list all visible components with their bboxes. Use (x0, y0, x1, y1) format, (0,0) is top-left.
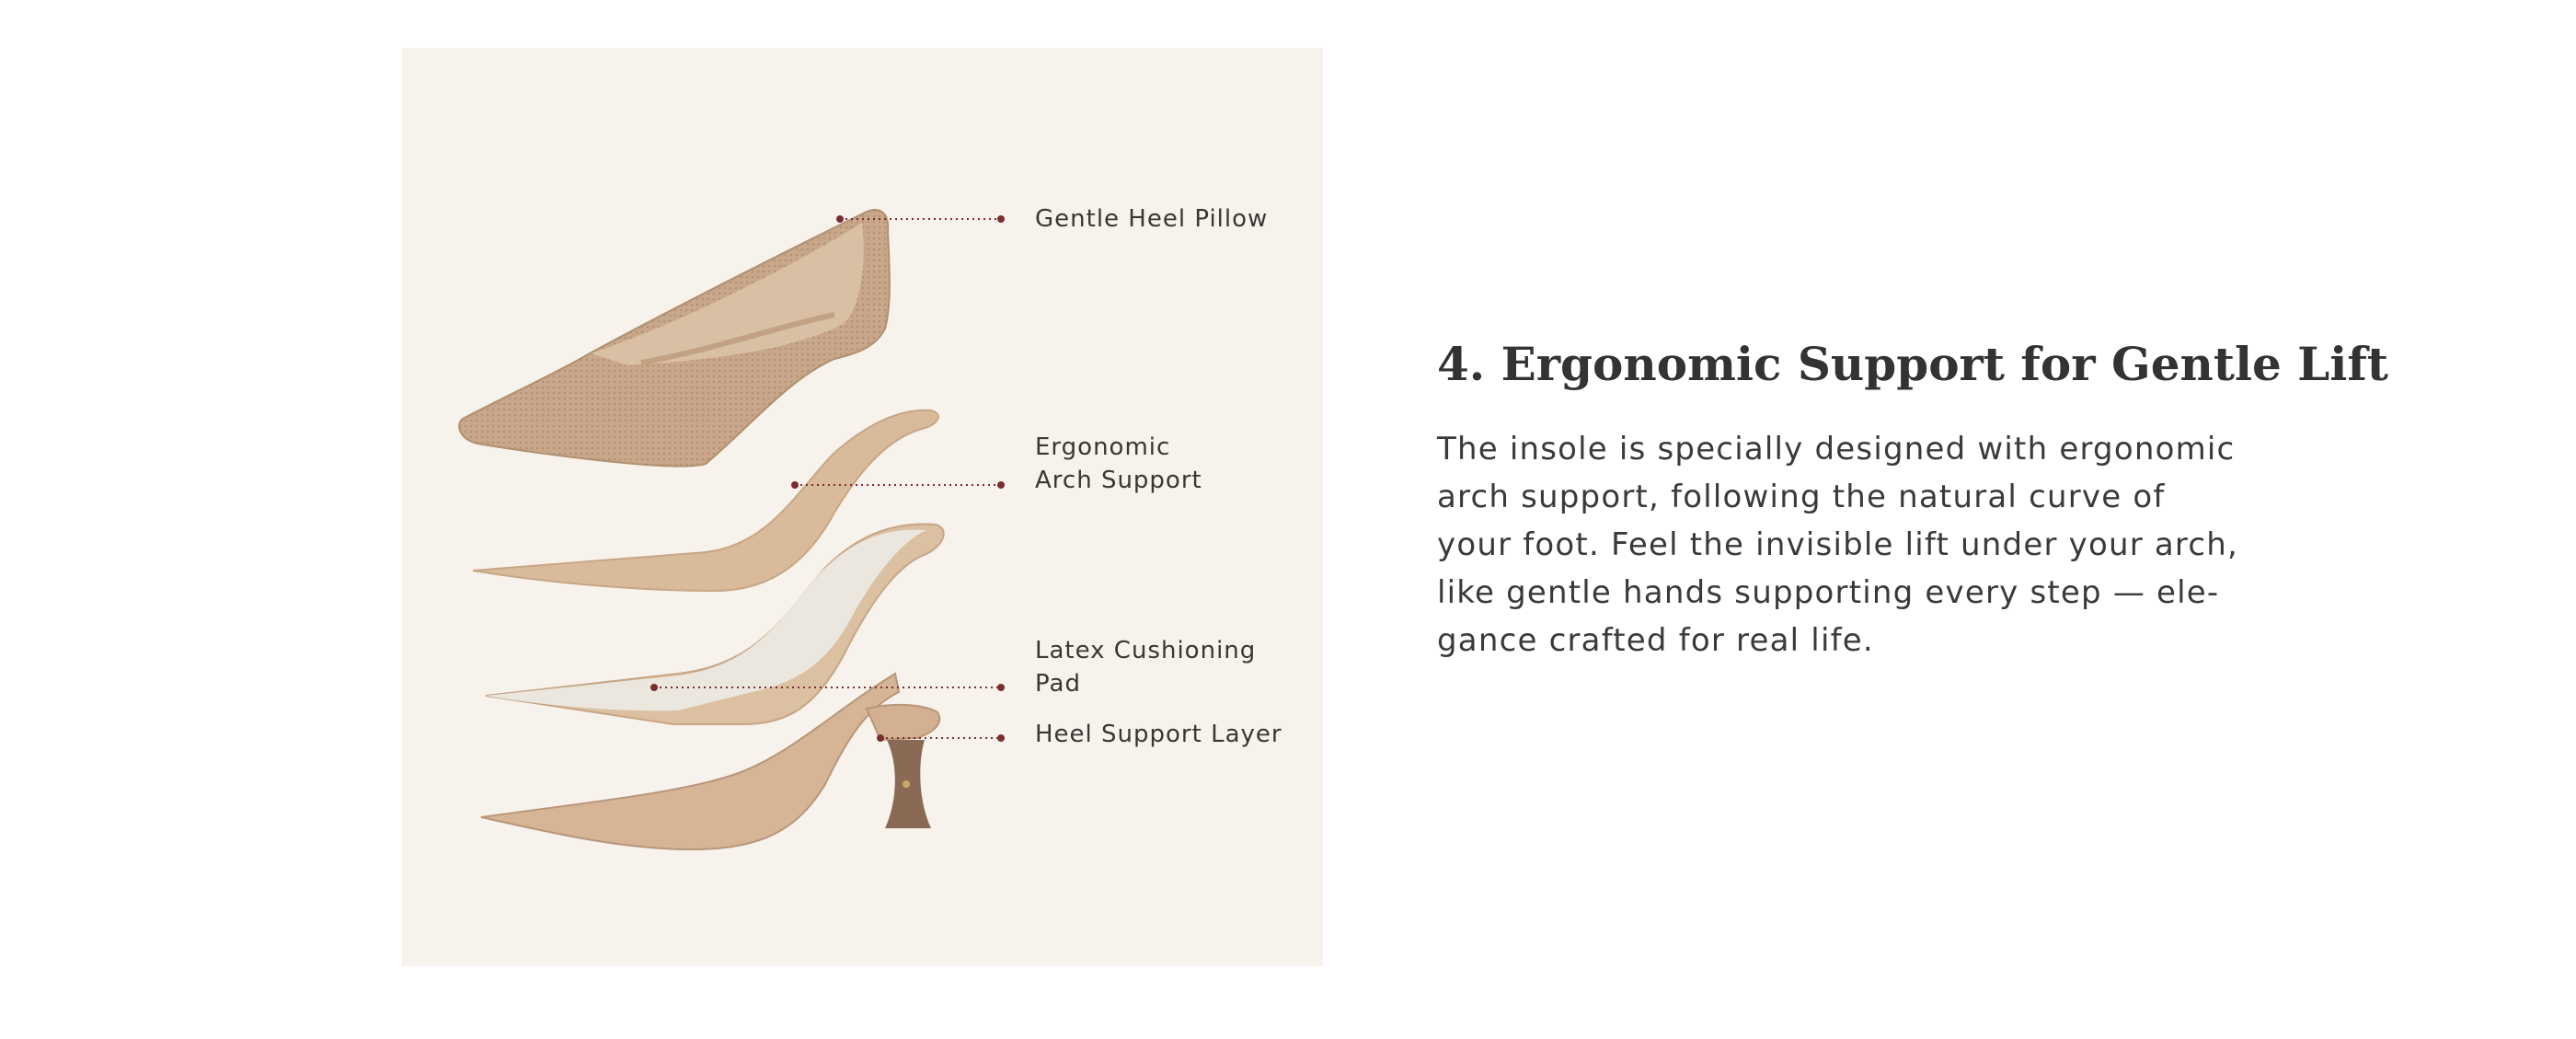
label-line: Arch Support (1035, 467, 1202, 494)
body-line: like gentle hands supporting every step … (1437, 574, 2220, 611)
callout-leaders (650, 215, 1005, 742)
shoe-layers-illustration (458, 209, 1005, 851)
label-line: Latex Cushioning (1035, 637, 1257, 664)
label-ergonomic-arch-support: Ergonomic Arch Support (1035, 431, 1202, 497)
section-heading: 4. Ergonomic Support for Gentle Lift (1437, 337, 2388, 391)
section-body-text: The insole is specially designed with er… (1437, 425, 2238, 664)
label-heel-support-layer: Heel Support Layer (1035, 721, 1282, 748)
latex-cushioning-pad (485, 523, 945, 725)
knit-pump-shoe (458, 209, 891, 468)
body-line: arch support, following the natural curv… (1437, 479, 2166, 515)
heel-support-sole (480, 672, 941, 851)
label-line: Pad (1035, 670, 1081, 698)
label-latex-cushioning-pad: Latex Cushioning Pad (1035, 634, 1256, 700)
body-line: gance crafted for real life. (1437, 622, 1874, 659)
label-line: Ergonomic (1035, 433, 1171, 461)
label-gentle-heel-pillow: Gentle Heel Pillow (1035, 205, 1269, 233)
product-exploded-view-image: Gentle Heel Pillow Ergonomic Arch Suppor… (402, 48, 1323, 966)
body-line: your foot. Feel the invisible lift under… (1437, 526, 2239, 563)
arch-support-insole (472, 409, 939, 593)
body-line: The insole is specially designed with er… (1437, 431, 2236, 468)
